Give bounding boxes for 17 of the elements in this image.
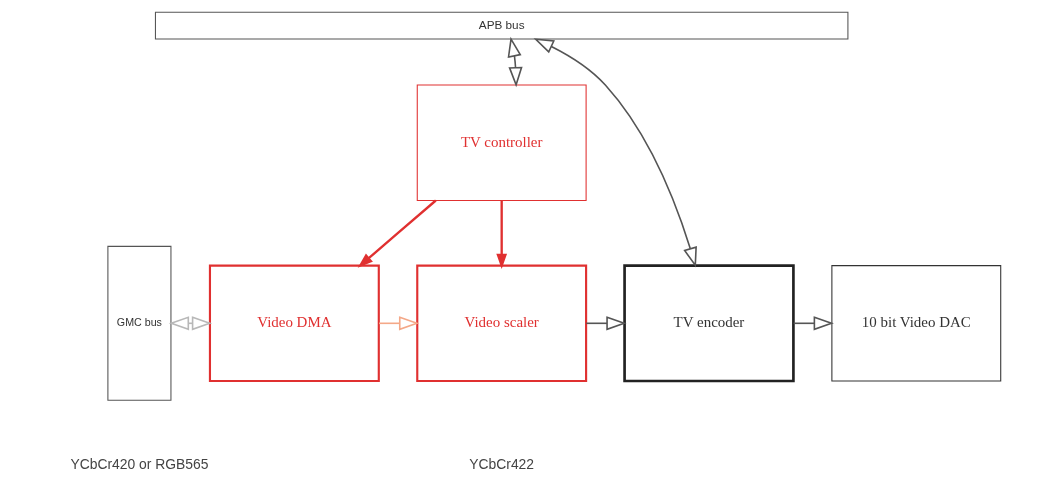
arrow bbox=[168, 316, 213, 331]
arrow bbox=[585, 316, 627, 331]
arrow bbox=[792, 316, 834, 331]
label: YCbCr422 bbox=[469, 456, 535, 473]
node-box: Video DMA bbox=[208, 264, 380, 383]
arrow bbox=[496, 200, 508, 270]
node-box: TV encoder bbox=[623, 264, 795, 383]
label: YCbCr420 or RGB565 bbox=[70, 456, 209, 473]
node-box: Video scaler bbox=[416, 264, 588, 383]
node-box: TV controller bbox=[416, 84, 587, 201]
arrow bbox=[357, 199, 437, 268]
arrow bbox=[533, 38, 697, 268]
arrow bbox=[507, 36, 523, 88]
node-box: GMC bus bbox=[107, 245, 172, 401]
node-box: 10 bit Video DAC bbox=[831, 265, 1002, 382]
arrow bbox=[378, 316, 420, 331]
node-box: APB bus bbox=[154, 11, 849, 40]
